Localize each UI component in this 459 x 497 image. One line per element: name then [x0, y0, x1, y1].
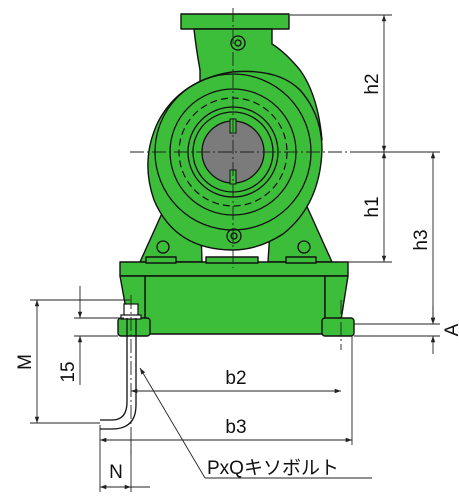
base-body	[144, 275, 326, 335]
base-top-cap-mid	[205, 256, 259, 264]
label-h2: h2	[362, 73, 383, 94]
base-foot-left	[117, 317, 151, 337]
base-top-cap-left	[145, 256, 177, 264]
casing-bolt-bottom-inner	[230, 232, 238, 240]
label-b2: b2	[225, 368, 246, 389]
flange-bolt-top	[230, 35, 246, 51]
label-m: M	[15, 354, 36, 370]
label-n: N	[109, 462, 123, 483]
base-top-cap-right	[285, 256, 317, 264]
casing-bolt-bottom	[226, 228, 242, 244]
label-bolt: PxQキソボルト	[207, 457, 339, 479]
label-a: A	[442, 323, 459, 336]
label-h3: h3	[411, 229, 432, 250]
label-b3: b3	[225, 417, 246, 438]
leg-bolt-right	[297, 240, 311, 254]
base-support-right	[324, 275, 349, 321]
anchor-bolt	[100, 318, 137, 430]
base-top-plate	[119, 261, 349, 277]
discharge-flange	[180, 13, 290, 30]
label-h1: h1	[362, 196, 383, 217]
leg-bolt-left	[156, 240, 170, 254]
bolt-leader	[139, 367, 206, 479]
base-foot-right	[321, 317, 355, 337]
pump-assembly	[117, 13, 355, 337]
flange-bolt-top-inner	[234, 39, 242, 47]
label-15: 15	[58, 361, 79, 382]
